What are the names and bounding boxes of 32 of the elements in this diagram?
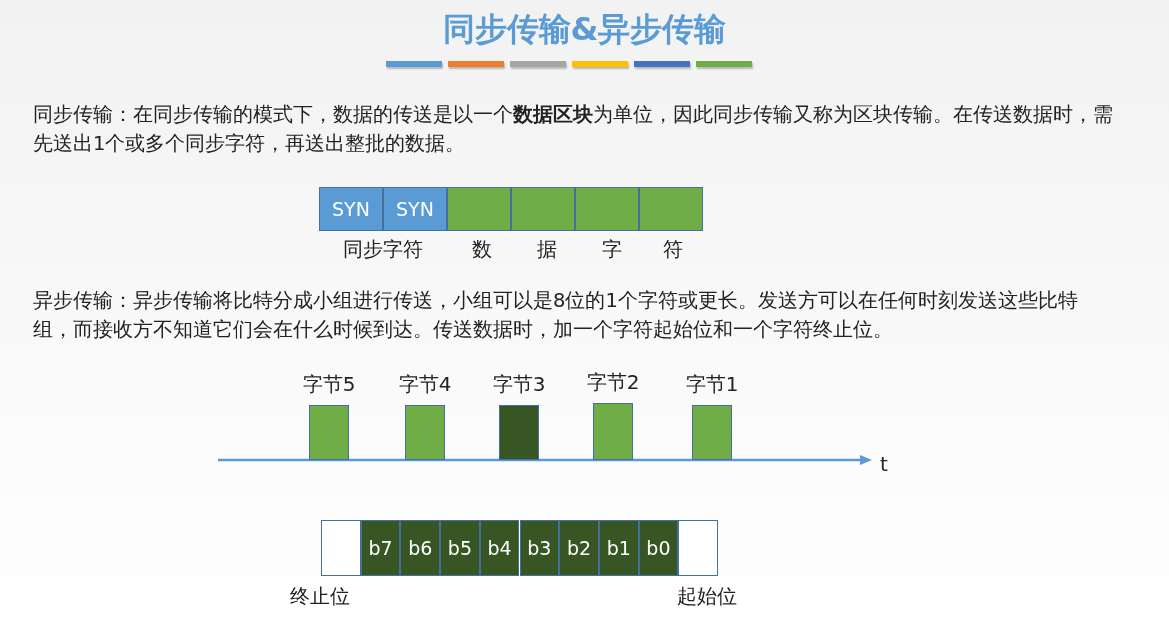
caption: 据 <box>537 236 557 263</box>
data-bit-cell: b3 <box>519 520 560 576</box>
caption: 起始位 <box>677 583 737 610</box>
title: 同步传输&异步传输 <box>441 9 728 50</box>
data-char-cell <box>639 187 703 231</box>
paragraph: 异步传输：异步传输将比特分成小组进行传送，小组可以是8位的1个字符或更长。发送方可以在任何时刻发送这些比特组，而接收方不知道它们会在什么时候到达。传送数据时，加一个字符起始位和一个字符终止位。 <box>33 288 1079 343</box>
caption: 同步字符 <box>343 236 423 263</box>
byte-label: 字节1 <box>684 371 740 398</box>
byte-label: 字节3 <box>491 371 547 398</box>
data-bit-cell: b5 <box>440 520 480 576</box>
caption: 数 <box>472 236 492 263</box>
byte-label: 字节2 <box>585 369 641 396</box>
sync-char-cell: SYN <box>319 187 383 231</box>
data-char-cell <box>447 187 511 231</box>
caption: 符 <box>663 236 683 263</box>
framing-bit-cell <box>678 520 718 576</box>
data-bit-cell: b7 <box>360 520 401 576</box>
data-bit-cell: b0 <box>638 520 679 576</box>
byte-label: 字节4 <box>397 371 453 398</box>
data-bit-cell: b2 <box>559 520 599 576</box>
axis-label: t <box>880 452 888 476</box>
framing-bit-cell <box>321 520 361 576</box>
byte-label: 字节5 <box>301 371 357 398</box>
caption: 终止位 <box>290 583 350 610</box>
caption: 字 <box>602 236 622 263</box>
data-char-cell <box>511 187 575 231</box>
sync-char-cell: SYN <box>383 187 447 231</box>
data-bit-cell: b1 <box>598 520 639 576</box>
data-bit-cell: b6 <box>400 520 441 576</box>
paragraph: 同步传输：在同步传输的模式下，数据的传送是以一个数据区块为单位，因此同步传输又称为区块传输。在传送数据时，需先送出1个或多个同步字符，再送出整批的数据。 <box>33 102 1114 157</box>
data-char-cell <box>575 187 639 231</box>
data-bit-cell: b4 <box>479 520 520 576</box>
